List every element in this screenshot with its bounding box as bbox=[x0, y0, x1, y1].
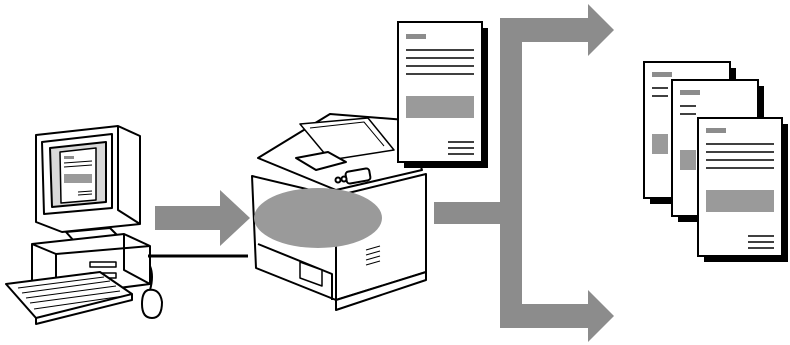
arrow-printer-to-branch bbox=[434, 202, 520, 224]
arrow-computer-to-printer bbox=[155, 190, 250, 246]
branching-arrows bbox=[434, 4, 614, 342]
printed-page-document-icon bbox=[397, 21, 488, 168]
document-stack-icon bbox=[643, 61, 788, 262]
arrow-branch-bottom bbox=[500, 290, 614, 342]
stack-page-front bbox=[697, 117, 788, 262]
branch-vertical bbox=[500, 18, 522, 328]
printer-highlight-oval bbox=[254, 188, 382, 248]
arrow-branch-top bbox=[500, 4, 614, 56]
desktop-computer-icon bbox=[5, 125, 163, 325]
